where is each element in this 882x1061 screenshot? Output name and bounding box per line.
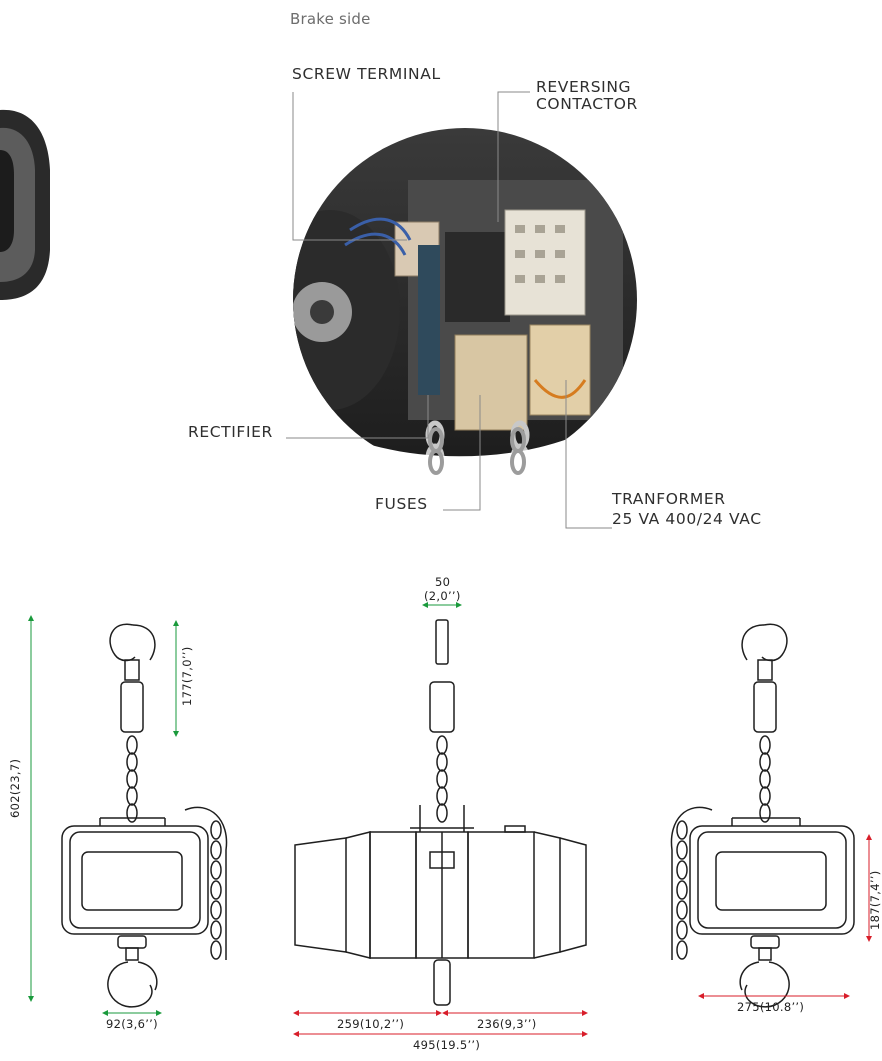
callout-transformer-line2: 25 VA 400/24 VAC <box>612 510 762 528</box>
dim-right-view-width: 275(10.8’’) <box>737 1000 805 1014</box>
dim-hook-height: 177(7,0’’) <box>180 646 194 706</box>
dim-top-width: 50 <box>435 575 451 589</box>
callout-transformer-line1: TRANFORMER <box>612 490 726 508</box>
front-view-left <box>61 623 228 1008</box>
dim-top-width-inches: (2,0’’) <box>424 589 461 603</box>
callout-reversing-contactor-line2: CONTACTOR <box>536 95 638 113</box>
dim-left-side: 259(10,2’’) <box>337 1017 405 1031</box>
view-caption: Brake side <box>290 10 371 28</box>
dim-right-side: 236(9,3’’) <box>477 1017 537 1031</box>
dim-body-depth-left: 92(3,6’’) <box>106 1017 158 1031</box>
callout-reversing-contactor-line1: REVERSING <box>536 78 632 96</box>
partial-hoist-left <box>0 109 50 300</box>
front-view-right <box>670 623 855 1008</box>
callout-leaders <box>286 91 612 529</box>
dim-right-view-height: 187(7,4’’) <box>868 870 882 930</box>
callout-rectifier: RECTIFIER <box>188 423 273 441</box>
dim-total-width: 495(19.5’’) <box>413 1038 481 1052</box>
dim-overall-height: 602(23,7) <box>8 758 22 818</box>
callout-fuses: FUSES <box>375 495 428 513</box>
side-view-center <box>294 619 587 1006</box>
callout-screw-terminal: SCREW TERMINAL <box>292 65 441 83</box>
